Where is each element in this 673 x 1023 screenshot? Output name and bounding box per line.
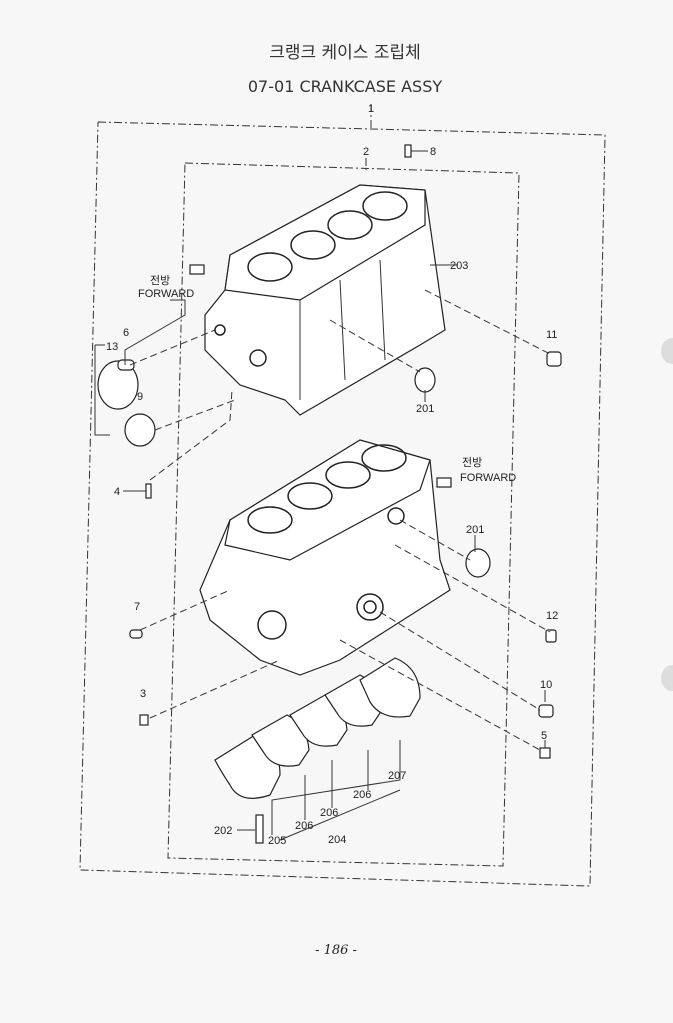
part-label-207: 207 [388, 770, 406, 782]
forward-label-korean: 전방 [150, 274, 170, 287]
part-label-3: 3 [140, 688, 146, 700]
part-label-202: 202 [214, 825, 232, 837]
part-label-205: 205 [268, 835, 286, 847]
cylinder-block-upper [204, 184, 446, 416]
part-label-1: 1 [368, 103, 374, 115]
part-label-206: 206 [295, 820, 313, 832]
part-label-6: 6 [123, 327, 129, 339]
part-label-10: 10 [540, 679, 552, 691]
small-parts [97, 144, 562, 844]
binder-hole [661, 665, 673, 691]
forward-label: FORWARD [460, 472, 516, 484]
assembly-boundary-outer [79, 104, 606, 887]
part-label-204: 204 [328, 834, 346, 846]
page-number: - 186 - [315, 943, 357, 958]
assembly-boundary-inner [167, 158, 520, 867]
part-label-7: 7 [134, 601, 140, 613]
leader-lines [94, 150, 553, 841]
part-label-201: 201 [466, 524, 484, 536]
part-label-12: 12 [546, 610, 558, 622]
binder-hole [661, 338, 673, 364]
part-label-206: 206 [353, 789, 371, 801]
part-label-9: 9 [137, 391, 143, 403]
part-label-201: 201 [416, 403, 434, 415]
part-label-2: 2 [363, 146, 369, 158]
part-label-11: 11 [546, 329, 557, 341]
title-korean: 크랭크 케이스 조립체 [269, 43, 421, 63]
main-bearing-caps [214, 657, 421, 799]
cylinder-block-lower [199, 439, 451, 676]
part-label-13: 13 [106, 341, 118, 353]
part-label-4: 4 [114, 486, 120, 498]
forward-label-korean: 전방 [462, 456, 482, 469]
part-label-206: 206 [320, 807, 338, 819]
part-label-203: 203 [450, 260, 468, 272]
title: 07-01 CRANKCASE ASSY [248, 77, 442, 96]
part-label-8: 8 [430, 146, 436, 158]
part-label-5: 5 [541, 730, 547, 742]
forward-label: FORWARD [138, 288, 194, 300]
